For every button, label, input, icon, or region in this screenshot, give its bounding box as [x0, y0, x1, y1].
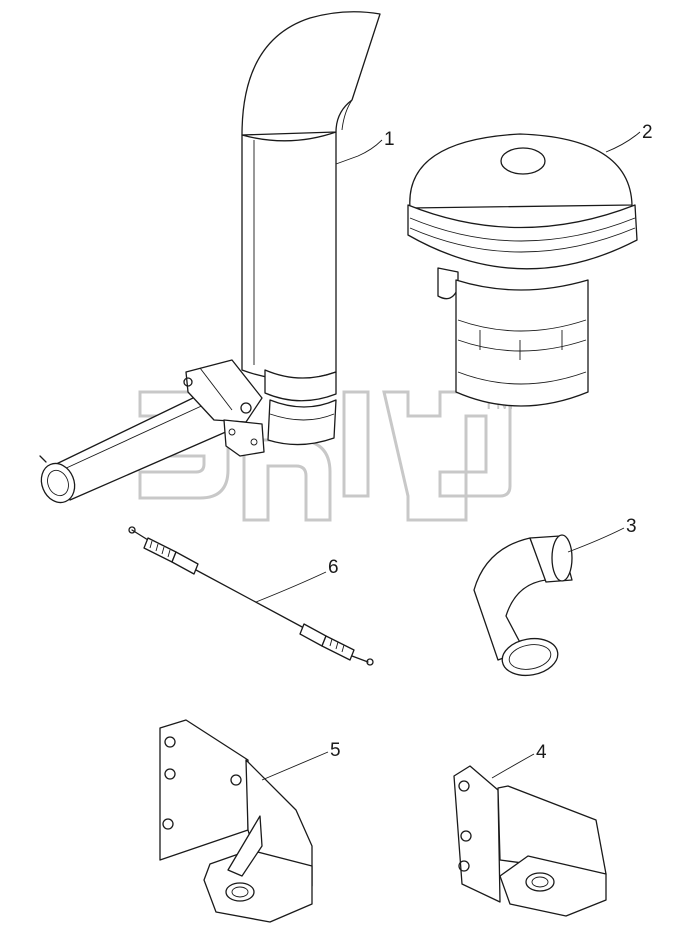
callout-label-4: 4 [536, 742, 547, 763]
callout-label-1: 1 [384, 129, 395, 150]
callout-1: 1 [335, 129, 395, 165]
part-6-control-cable [128, 526, 374, 666]
part-4-bracket [453, 765, 607, 917]
callout-label-5: 5 [330, 740, 341, 761]
part-5-bracket [159, 719, 313, 923]
part-3-elbow-hose [473, 534, 573, 677]
callout-3: 3 [567, 516, 637, 553]
callout-2: 2 [605, 122, 653, 153]
callout-6: 6 [255, 557, 339, 603]
callout-label-3: 3 [626, 516, 637, 537]
callout-label-6: 6 [328, 557, 339, 578]
callout-label-2: 2 [642, 122, 653, 143]
callout-5: 5 [261, 740, 341, 781]
part-1-exhaust-pipe [39, 11, 381, 504]
callout-4: 4 [491, 742, 547, 779]
part-2-air-cleaner [407, 133, 638, 407]
